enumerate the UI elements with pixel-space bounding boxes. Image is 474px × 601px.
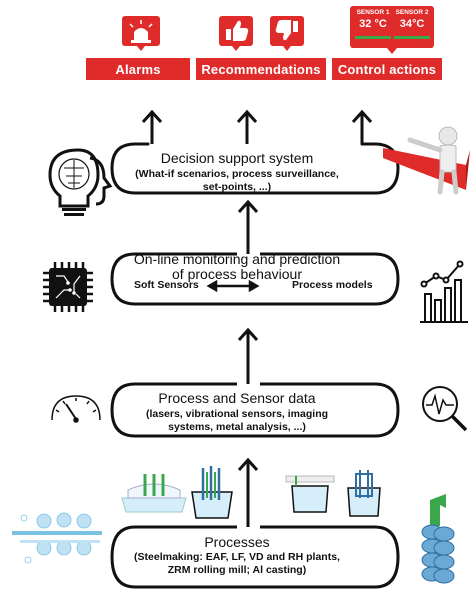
processes-title: Processes	[204, 534, 270, 550]
processes-detail-1: (Steelmaking: EAF, LF, VD and RH plants,	[134, 551, 340, 563]
thumbs-down-icon	[270, 16, 304, 51]
data-frame	[110, 382, 400, 438]
pointing-figure-icon	[383, 126, 470, 195]
data-arrow	[237, 327, 259, 384]
sensor2-label: SENSOR 2	[395, 9, 429, 16]
sensor-display-icon	[350, 6, 434, 54]
monitoring-arrow	[237, 199, 259, 254]
data-detail-1: (lasers, vibrational sensors, imaging	[145, 408, 329, 420]
processes-frame	[110, 525, 400, 589]
lightbulb-brain-icon	[48, 148, 113, 216]
decision-detail-2: set-points, ...)	[202, 181, 272, 193]
sensor1-value: 32 °C	[359, 18, 387, 30]
gauge-icon	[51, 395, 101, 423]
decision-detail-1: (What-if scenarios, process surveillance…	[135, 168, 339, 180]
recommendations-label: Recommendations	[196, 58, 326, 80]
magnifier-waveform-icon	[422, 386, 468, 432]
processes-detail-2: ZRM rolling mill; Al casting)	[167, 564, 307, 576]
rolling-mill-icon	[12, 512, 102, 564]
thumbs-up-icon	[219, 16, 253, 51]
coil-stack-icon	[421, 494, 455, 584]
data-title: Process and Sensor data	[158, 390, 316, 406]
bar-chart-icon	[420, 260, 468, 323]
eaf-furnace-icon	[121, 474, 187, 513]
vd-station-icon	[285, 475, 335, 513]
monitoring-title-2: of process behaviour	[172, 266, 302, 282]
sensor2-value: 34°C	[399, 18, 425, 30]
alarms-label: Alarms	[86, 58, 190, 80]
soft-sensors-label: Soft Sensors	[134, 279, 199, 291]
monitoring-title-1: On-line monitoring and prediction	[133, 251, 341, 267]
decision-title: Decision support system	[160, 150, 314, 166]
ladle-furnace-icon	[191, 466, 233, 519]
decision-arrows	[141, 109, 373, 144]
sensor1-label: SENSOR 1	[356, 9, 390, 16]
control-actions-label: Control actions	[332, 58, 442, 80]
data-detail-2: systems, metal analysis, ...)	[168, 421, 306, 433]
rh-degasser-icon	[347, 470, 381, 517]
cpu-chip-icon	[43, 262, 93, 312]
soft-sensors-models-link	[206, 279, 260, 293]
process-models-label: Process models	[292, 279, 373, 291]
processes-arrow	[237, 457, 259, 527]
alarm-icon	[122, 16, 160, 51]
monitoring-frame	[110, 252, 400, 306]
